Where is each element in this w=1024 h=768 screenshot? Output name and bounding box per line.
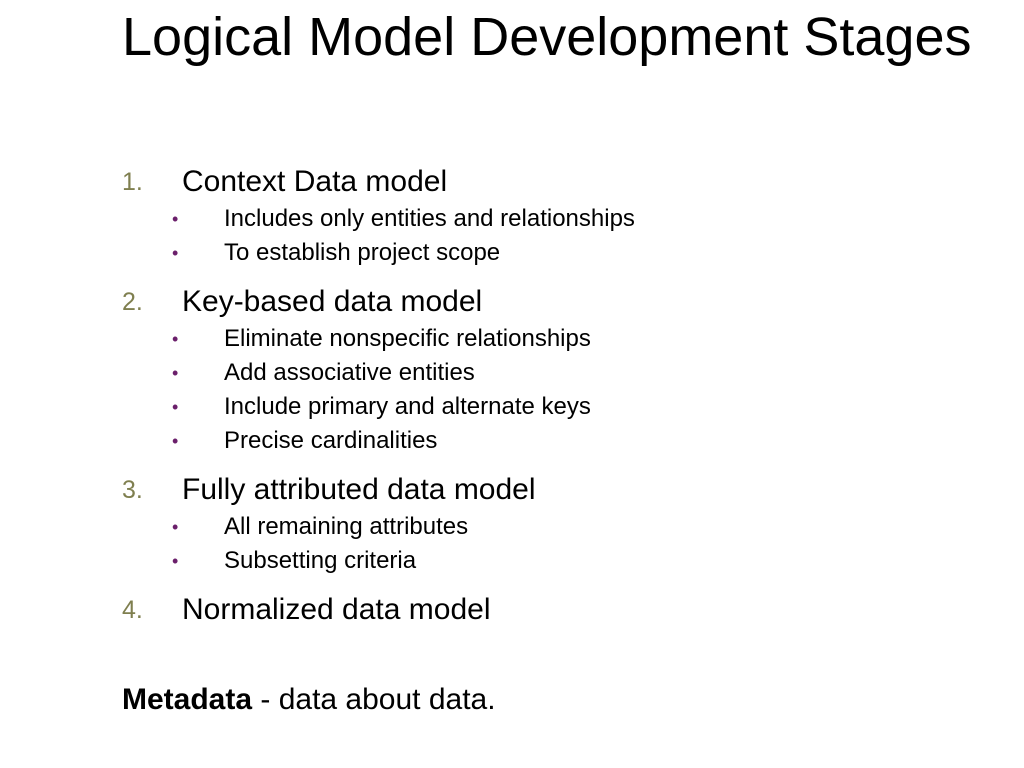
stage-number: 1. [122, 168, 143, 196]
metadata-definition: - data about data. [252, 683, 496, 716]
stage-point: • All remaining attributes [122, 510, 982, 544]
stage-points: • All remaining attributes • Subsetting … [122, 510, 982, 578]
stage-item: 2. Key-based data model • Eliminate nons… [122, 282, 982, 458]
stage-number: 2. [122, 288, 143, 316]
stage-point: • Include primary and alternate keys [122, 390, 982, 424]
stage-point-text: Precise cardinalities [224, 427, 438, 454]
stage-point-text: Add associative entities [224, 359, 475, 386]
stage-point-text: All remaining attributes [224, 513, 469, 540]
stage-point: • Eliminate nonspecific relationships [122, 322, 982, 356]
bullet-icon: • [172, 551, 179, 571]
stage-point-text: To establish project scope [224, 239, 501, 266]
bullet-icon: • [172, 243, 179, 263]
stage-point-text: Eliminate nonspecific relationships [224, 325, 591, 352]
stage-label: Key-based data model [182, 285, 483, 318]
bullet-icon: • [172, 209, 179, 229]
stage-point-text: Includes only entities and relationships [224, 205, 635, 232]
stage-point-text: Subsetting criteria [224, 547, 417, 574]
stage-number: 3. [122, 476, 143, 504]
stage-point: • To establish project scope [122, 236, 982, 270]
stage-heading: 3. Fully attributed data model [122, 470, 982, 510]
stage-points: • Includes only entities and relationshi… [122, 202, 982, 270]
stage-item: 3. Fully attributed data model • All rem… [122, 470, 982, 578]
metadata-note: Metadata - data about data. [122, 680, 496, 720]
stage-list: 1. Context Data model • Includes only en… [122, 162, 982, 642]
stage-point: • Add associative entities [122, 356, 982, 390]
stage-heading: 1. Context Data model [122, 162, 982, 202]
bullet-icon: • [172, 431, 179, 451]
bullet-icon: • [172, 329, 179, 349]
stage-number: 4. [122, 596, 143, 624]
stage-item: 1. Context Data model • Includes only en… [122, 162, 982, 270]
stage-points: • Eliminate nonspecific relationships • … [122, 322, 982, 458]
stage-point-text: Include primary and alternate keys [224, 393, 591, 420]
stage-point: • Includes only entities and relationshi… [122, 202, 982, 236]
stage-heading: 2. Key-based data model [122, 282, 982, 322]
stage-point: • Precise cardinalities [122, 424, 982, 458]
stage-label: Fully attributed data model [182, 473, 536, 506]
stage-heading: 4. Normalized data model [122, 590, 982, 630]
metadata-term: Metadata [122, 683, 253, 716]
bullet-icon: • [172, 397, 179, 417]
stage-label: Normalized data model [182, 593, 491, 626]
slide-title: Logical Model Development Stages [122, 7, 972, 67]
stage-label: Context Data model [182, 165, 448, 198]
bullet-icon: • [172, 517, 179, 537]
stage-point: • Subsetting criteria [122, 544, 982, 578]
bullet-icon: • [172, 363, 179, 383]
stage-item: 4. Normalized data model [122, 590, 982, 630]
